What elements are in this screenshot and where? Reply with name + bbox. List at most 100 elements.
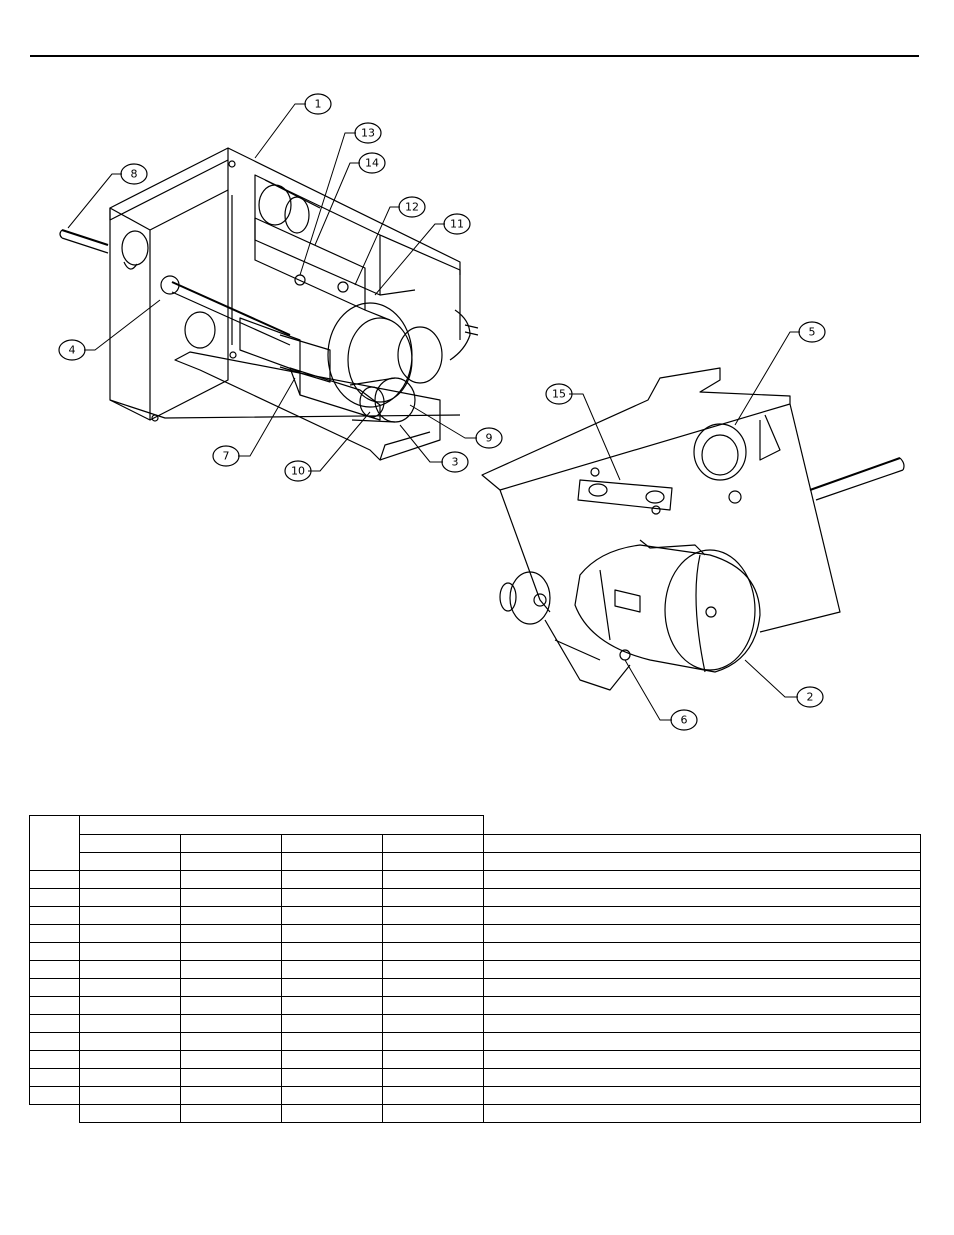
- table-cell: [281, 960, 383, 979]
- table-cell: [281, 1068, 383, 1087]
- table-cell: [29, 996, 80, 1015]
- callout-3-label: 3: [452, 456, 459, 469]
- table-cell: [382, 1068, 484, 1087]
- table-cell: [29, 1032, 80, 1051]
- table-cell: [79, 888, 181, 907]
- table-cell: [29, 942, 80, 961]
- callout-3-bubble: [441, 451, 469, 473]
- table-header-row-2: [30, 834, 921, 853]
- table-row: [29, 852, 921, 871]
- table-cell: [180, 1104, 282, 1123]
- table-cell: [281, 996, 383, 1015]
- callout-5-label: 5: [809, 326, 816, 339]
- table-cell: [483, 906, 921, 925]
- table-cell: [79, 924, 181, 943]
- callout-5-bubble: [798, 321, 826, 343]
- table-cell: [483, 942, 921, 961]
- table-cell: [180, 1050, 282, 1069]
- table-cell: [483, 1014, 921, 1033]
- table-cell: [281, 1104, 383, 1123]
- table-cell: [29, 1050, 80, 1069]
- header-cell-description: [483, 834, 921, 853]
- table-cell: [382, 1086, 484, 1105]
- table-cell: [483, 852, 921, 871]
- table-cell: [29, 1086, 80, 1105]
- table-cell: [281, 1014, 383, 1033]
- left-housing-assembly: [59, 147, 479, 461]
- callout-4-label: 4: [69, 344, 76, 357]
- table-cell: [180, 888, 282, 907]
- callout-9-label: 9: [486, 432, 493, 445]
- callout-13-bubble: [354, 122, 382, 144]
- table-cell: [281, 1032, 383, 1051]
- table-cell: [281, 1050, 383, 1069]
- table-row: [29, 1068, 921, 1087]
- table-cell: [79, 1014, 181, 1033]
- callout-15-bubble: [545, 383, 573, 405]
- header-cell-col-3: [281, 834, 383, 853]
- page-top-rule: [30, 55, 919, 57]
- table-cell: [79, 1032, 181, 1051]
- callout-2-bubble: [796, 686, 824, 708]
- table-cell: [29, 852, 80, 871]
- callout-10-label: 10: [291, 465, 305, 478]
- table-cell: [180, 978, 282, 997]
- table-cell: [382, 942, 484, 961]
- callout-11-label: 11: [450, 218, 464, 231]
- table-header-row-1: [29, 815, 921, 853]
- table-cell: [79, 852, 181, 871]
- right-motor-assembly: [481, 367, 905, 691]
- callout-2-label: 2: [807, 691, 814, 704]
- table-cell: [382, 978, 484, 997]
- callout-1-label: 1: [315, 98, 322, 111]
- callout-9-bubble: [475, 427, 503, 449]
- table-row: [29, 1086, 921, 1105]
- table-cell: [281, 888, 383, 907]
- table-cell: [180, 852, 282, 871]
- table-row: [29, 996, 921, 1015]
- table-cell: [382, 1050, 484, 1069]
- table-cell: [180, 924, 282, 943]
- table-cell: [79, 906, 181, 925]
- parts-list-table: [29, 815, 921, 1123]
- table-cell: [29, 906, 80, 925]
- table-cell: [79, 1050, 181, 1069]
- table-cell: [29, 1104, 80, 1123]
- table-cell: [79, 1068, 181, 1087]
- table-cell: [180, 1032, 282, 1051]
- table-cell: [79, 996, 181, 1015]
- table-row: [29, 1032, 921, 1051]
- callout-12-bubble: [398, 196, 426, 218]
- table-cell: [483, 1032, 921, 1051]
- table-cell: [483, 978, 921, 997]
- table-cell: [180, 960, 282, 979]
- table-row: [29, 888, 921, 907]
- table-cell: [382, 888, 484, 907]
- table-row: [29, 1050, 921, 1069]
- table-cell: [29, 924, 80, 943]
- table-cell: [281, 1086, 383, 1105]
- table-cell: [382, 960, 484, 979]
- callout-11-bubble: [443, 213, 471, 235]
- table-cell: [483, 1086, 921, 1105]
- table-cell: [483, 1104, 921, 1123]
- table-cell: [79, 1086, 181, 1105]
- table-cell: [79, 1104, 181, 1123]
- table-cell: [180, 1014, 282, 1033]
- table-cell: [382, 906, 484, 925]
- callout-7-label: 7: [223, 450, 230, 463]
- callout-bubbles: [58, 93, 826, 731]
- table-cell: [79, 960, 181, 979]
- callout-8-label: 8: [131, 168, 138, 181]
- table-cell: [79, 978, 181, 997]
- table-row: [29, 1014, 921, 1033]
- table-cell: [483, 1068, 921, 1087]
- table-cell: [483, 1050, 921, 1069]
- table-cell: [382, 870, 484, 889]
- header-cell-blank: [484, 816, 921, 835]
- table-cell: [382, 996, 484, 1015]
- table-cell: [29, 870, 80, 889]
- table-cell: [180, 906, 282, 925]
- table-cell: [382, 1014, 484, 1033]
- table-cell: [29, 888, 80, 907]
